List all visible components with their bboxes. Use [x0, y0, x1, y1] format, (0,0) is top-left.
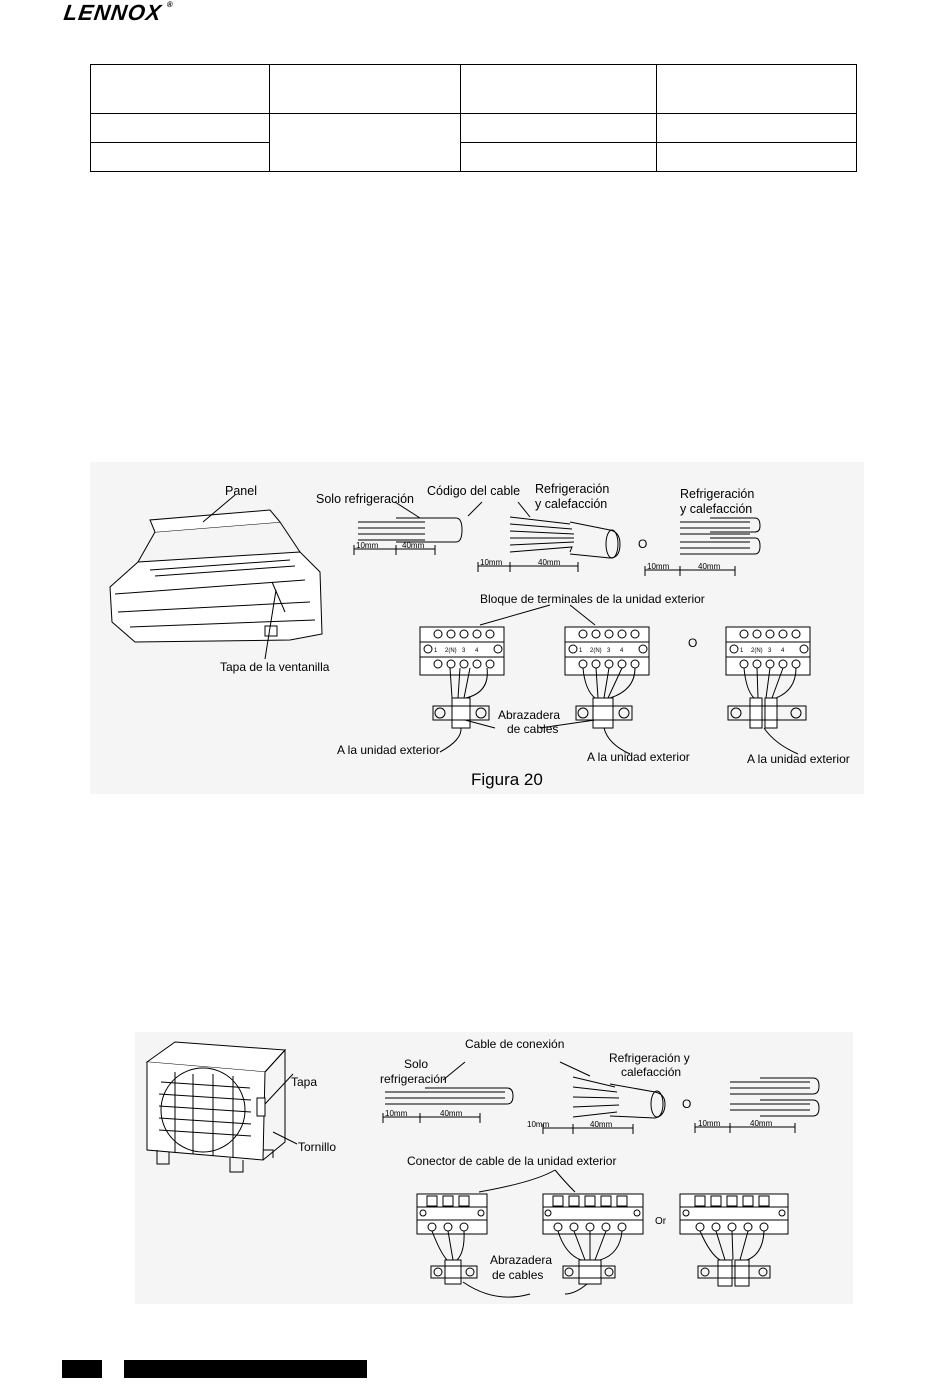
label-de-cables: de cables [507, 722, 558, 736]
label-solo: Solo [404, 1057, 428, 1071]
outdoor-connector-3 [679, 1193, 789, 1287]
terminal-label: 1 [434, 648, 438, 654]
label-or: Or [655, 1216, 667, 1227]
dim-40mm: 40mm [698, 562, 721, 571]
terminal-label: 4 [475, 648, 479, 654]
table-cell [460, 142, 657, 172]
table-cell [656, 113, 857, 143]
outdoor-connector-2 [542, 1193, 644, 1285]
outdoor-connector-1 [416, 1193, 488, 1285]
cable-solo-refrigeracion [353, 501, 463, 555]
footer-bar-title [124, 1360, 367, 1378]
figure-caption: Figura 20 [471, 770, 543, 789]
cable-refrigeracion-calefaccion [542, 1061, 666, 1134]
terminal-label: 3 [462, 648, 466, 654]
cable-alt [694, 1077, 820, 1133]
label-codigo-cable: Código del cable [427, 484, 520, 498]
brand-text: LENNOX [62, 0, 164, 25]
label-calefaccion: calefacción [621, 1065, 681, 1079]
label-de-cables: de cables [492, 1268, 543, 1282]
footer-bar-page-number [62, 1360, 102, 1378]
label-solo-refrigeracion: Solo refrigeración [316, 492, 414, 506]
label-a-la-unidad-1: A la unidad exterior [337, 743, 440, 757]
label-o-1: O [638, 537, 647, 551]
terminal-block-2 [564, 626, 650, 755]
table-row [90, 64, 857, 114]
label-panel: Panel [225, 484, 257, 498]
terminal-label: 1 [740, 648, 744, 654]
cable-solo-refrigeracion [382, 1061, 514, 1123]
outdoor-unit-drawing [145, 1041, 298, 1173]
dim-10mm: 10mm [480, 558, 503, 567]
terminal-block-1 [419, 626, 505, 753]
label-cable-conexion: Cable de conexión [465, 1037, 564, 1051]
dim-40mm: 40mm [538, 558, 561, 567]
registered-mark: ® [166, 0, 175, 9]
dim-10mm: 10mm [385, 1109, 408, 1118]
dim-40mm: 40mm [750, 1119, 773, 1128]
terminal-label: 1 [579, 648, 583, 654]
cable-refrigeracion-calefaccion-alt [644, 517, 761, 576]
table-cell [656, 142, 857, 172]
figure-21: Tapa Tornillo Cable de conexión Solo ref… [135, 1032, 853, 1304]
label-refrigeracion-1: Refrigeración [535, 482, 609, 496]
label-o-2: O [688, 636, 697, 650]
dim-40mm: 40mm [440, 1109, 463, 1118]
table-cell [90, 142, 270, 172]
dim-40mm: 40mm [590, 1120, 613, 1129]
dim-10mm: 10mm [527, 1120, 550, 1129]
label-tapa-ventanilla: Tapa de la ventanilla [220, 660, 330, 674]
table-row [90, 113, 857, 172]
label-refrigeracion-2: Refrigeración [680, 487, 754, 501]
label-abrazadera: Abrazadera [498, 708, 560, 722]
terminal-label: 2(N) [445, 648, 457, 654]
terminal-label: 4 [781, 648, 785, 654]
table-cell [656, 64, 857, 114]
label-tornillo: Tornillo [298, 1140, 336, 1154]
label-o: O [682, 1097, 691, 1111]
label-calefaccion-2: y calefacción [680, 502, 752, 516]
terminal-label: 3 [768, 648, 772, 654]
terminal-label: 3 [607, 648, 611, 654]
dim-10mm: 10mm [698, 1119, 721, 1128]
spec-table [90, 64, 857, 172]
label-conector: Conector de cable de la unidad exterior [407, 1154, 616, 1168]
table-cell [90, 64, 270, 114]
dim-10mm: 10mm [647, 562, 670, 571]
terminal-label: 2(N) [751, 648, 763, 654]
figure-20: Panel Solo refrigeración Código del cabl… [90, 462, 864, 794]
indoor-unit-drawing [109, 494, 323, 660]
lennox-logo: LENNOX® [62, 0, 174, 26]
label-a-la-unidad-2: A la unidad exterior [587, 750, 690, 764]
label-tapa: Tapa [291, 1075, 317, 1089]
table-row [90, 142, 857, 172]
label-calefaccion-1: y calefacción [535, 497, 607, 511]
label-a-la-unidad-3: A la unidad exterior [747, 752, 850, 766]
terminal-block-3 [725, 626, 811, 755]
dim-40mm: 40mm [402, 541, 425, 550]
terminal-label: 4 [620, 648, 624, 654]
dim-10mm: 10mm [356, 541, 379, 550]
label-refrigeracion: refrigeración [380, 1072, 447, 1086]
table-cell-merged [269, 113, 461, 172]
table-cell [460, 64, 657, 114]
label-refrigeracion-y: Refrigeración y [609, 1051, 690, 1065]
label-bloque-terminales: Bloque de terminales de la unidad exteri… [480, 592, 705, 606]
terminal-label: 2(N) [590, 648, 602, 654]
table-cell [269, 64, 461, 114]
cable-refrigeracion-calefaccion [467, 501, 621, 572]
table-cell [460, 113, 657, 143]
table-cell [90, 113, 270, 143]
label-abrazadera: Abrazadera [490, 1253, 552, 1267]
